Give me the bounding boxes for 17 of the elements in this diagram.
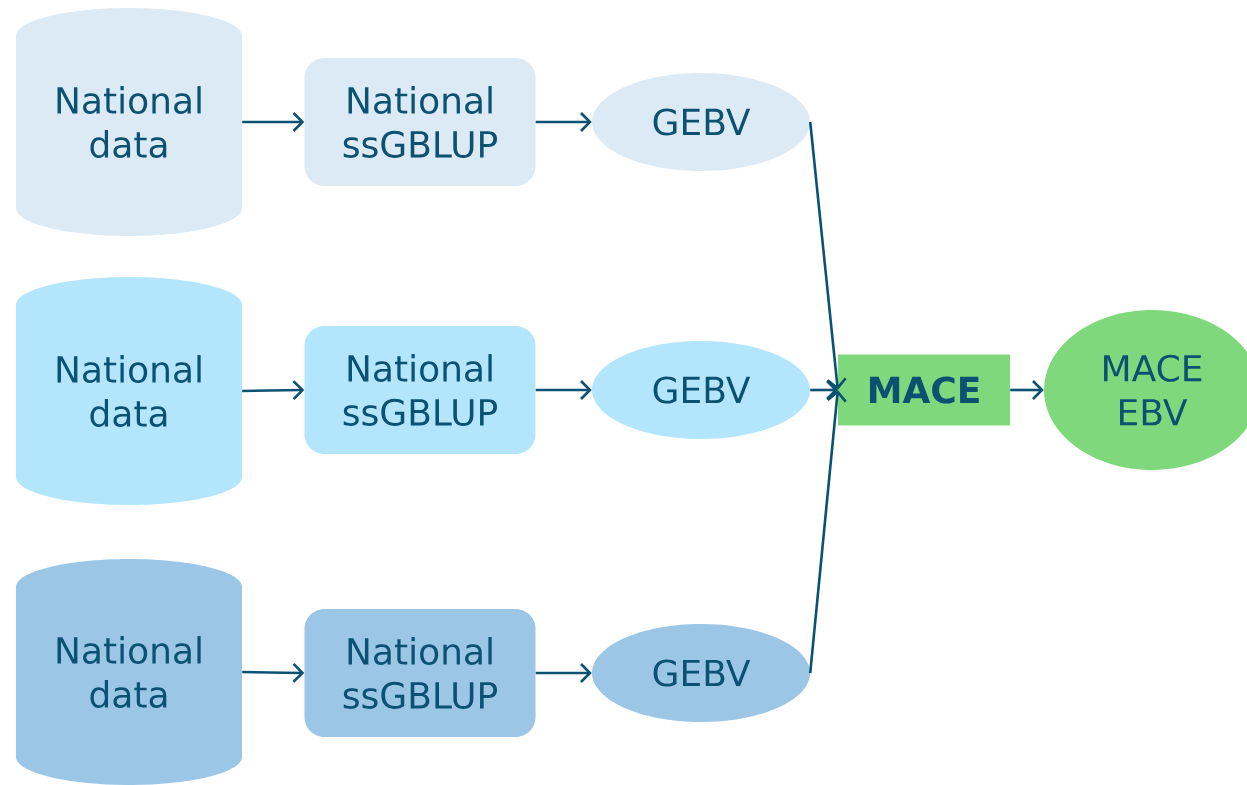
arrow	[810, 380, 838, 400]
arrow	[808, 390, 847, 674]
arrow	[808, 121, 847, 390]
arrow	[242, 112, 305, 132]
database-cylinder: National data	[16, 8, 242, 236]
process-box: MACE	[838, 354, 1010, 426]
arrow	[1010, 380, 1044, 400]
arrow	[242, 380, 305, 401]
arrow	[535, 112, 592, 132]
arrow	[535, 380, 592, 400]
process-box: National ssGBLUP	[304, 326, 536, 454]
process-box: National ssGBLUP	[304, 609, 536, 737]
arrow	[242, 662, 305, 683]
database-cylinder: National data	[16, 559, 242, 785]
arrow	[535, 663, 592, 683]
database-cylinder: National data	[16, 277, 242, 505]
process-box: National ssGBLUP	[304, 58, 536, 186]
